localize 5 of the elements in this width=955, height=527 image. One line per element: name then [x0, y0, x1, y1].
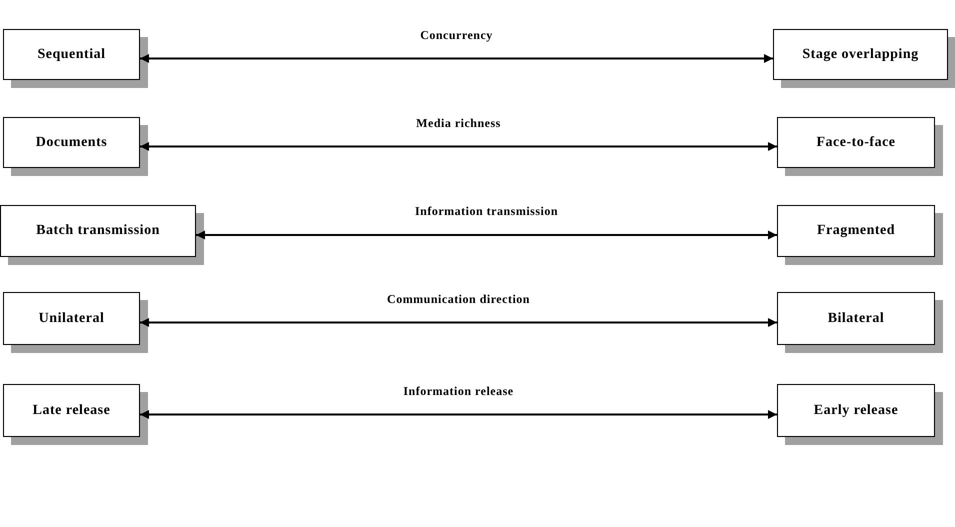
double-arrow	[196, 230, 777, 240]
double-arrow	[140, 54, 773, 63]
double-arrow	[140, 142, 777, 151]
double-arrow	[140, 318, 777, 327]
double-arrow	[140, 410, 777, 419]
